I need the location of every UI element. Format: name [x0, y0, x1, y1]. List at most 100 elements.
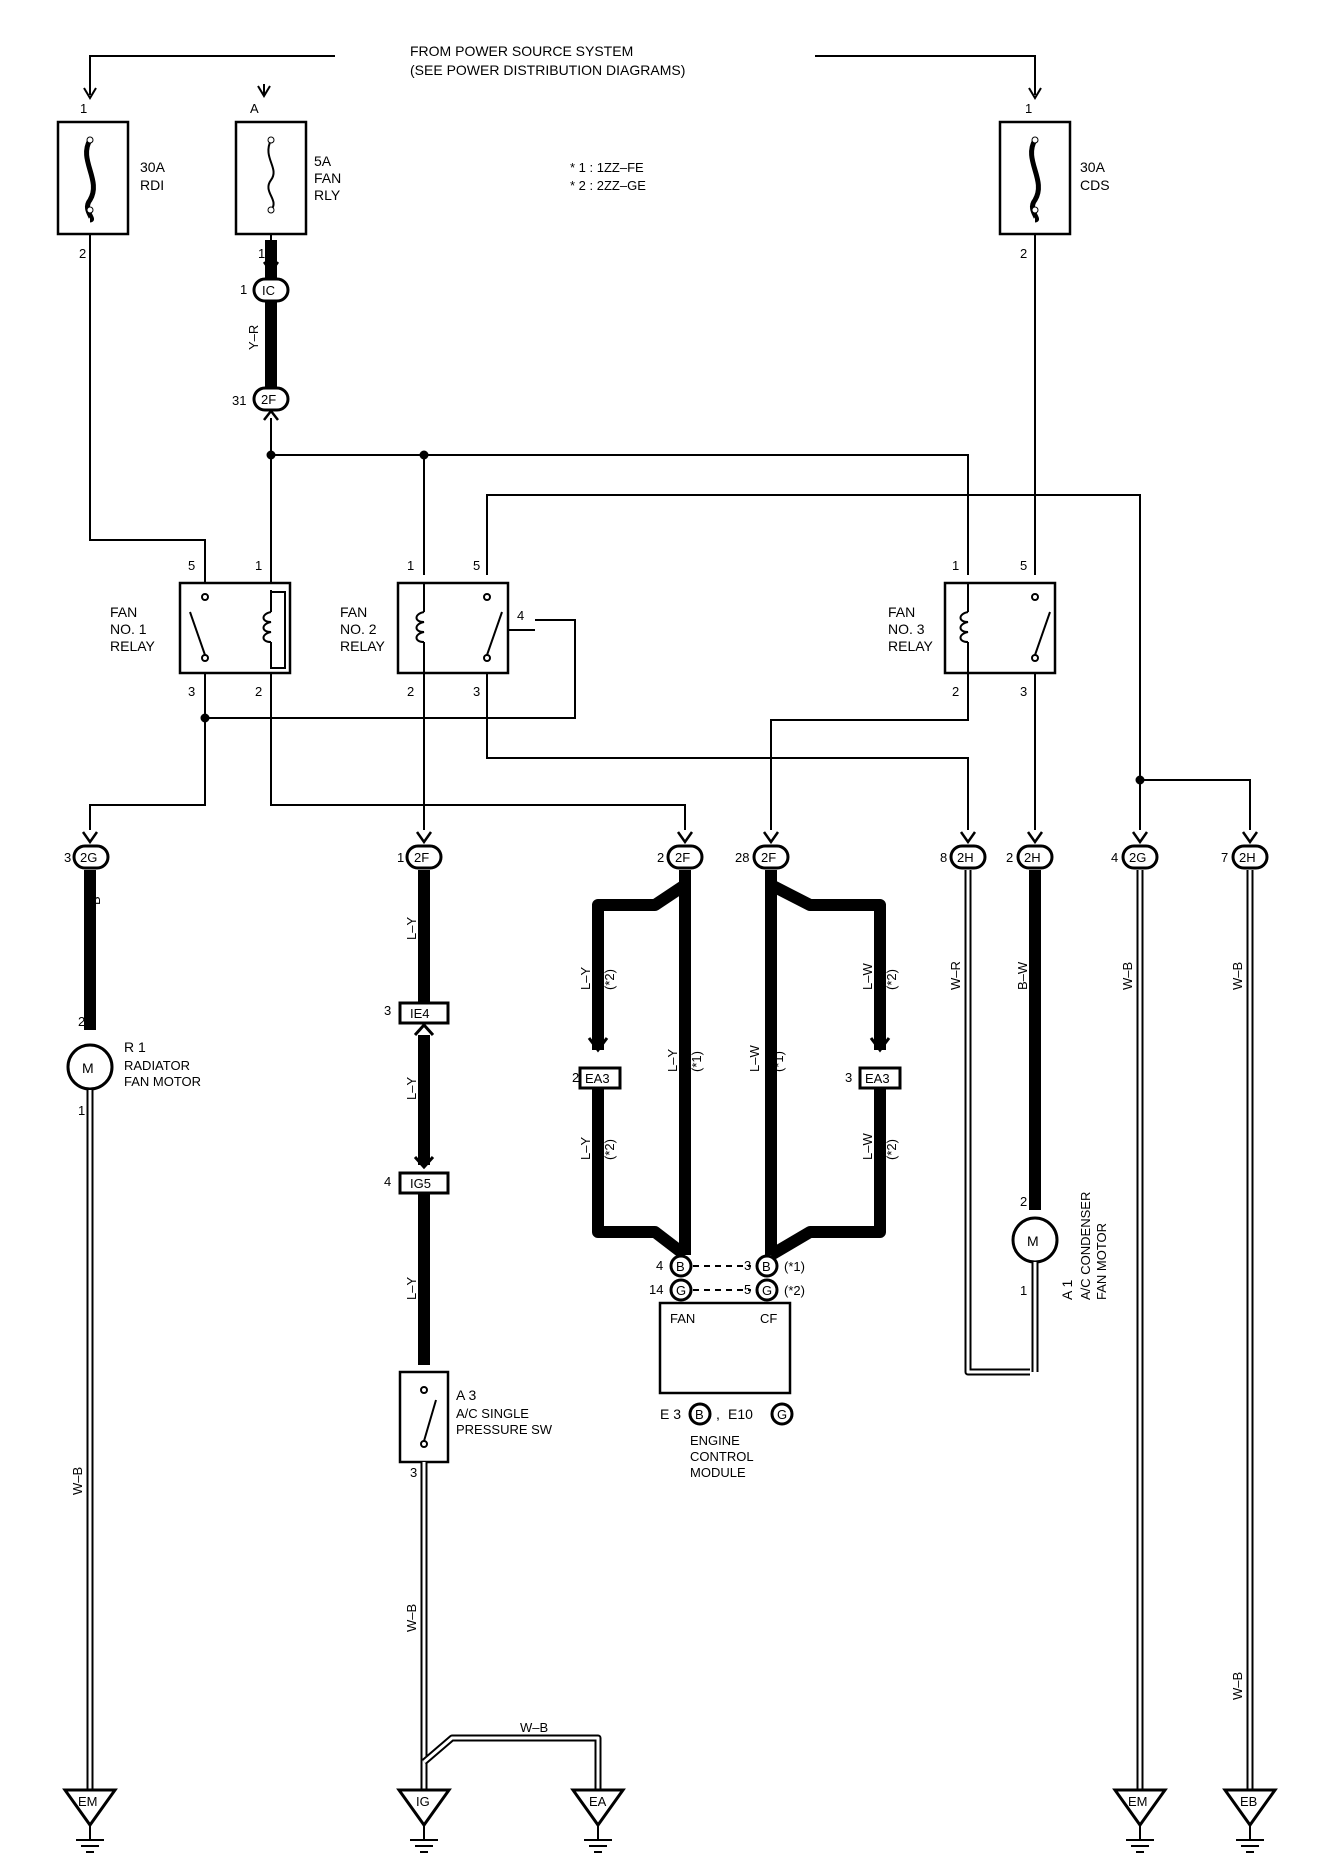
wire-label-wb-4: W–B — [1120, 962, 1135, 990]
relay2-box — [396, 581, 510, 675]
power-feed-right — [815, 55, 1036, 95]
relay1-label3: RELAY — [110, 638, 156, 654]
ground-em-left-label: EM — [78, 1794, 98, 1809]
ecm-b-right-text: B — [762, 1259, 771, 1274]
relay3-label3: RELAY — [888, 638, 934, 654]
wire-label-ly-3: L–Y — [404, 1277, 419, 1300]
r1-pin-top: 2 — [78, 1014, 85, 1029]
relay3-pin2: 2 — [952, 684, 959, 699]
ecm-fan-label: FAN — [670, 1311, 695, 1326]
a3-pin-bottom: 3 — [410, 1465, 417, 1480]
note-1: * 1 : 1ZZ–FE — [570, 160, 644, 175]
connector-2f-2: 2 2F — [657, 844, 704, 870]
fan-no2-relay: 1 5 4 FAN NO. 2 RELAY 2 3 — [340, 558, 969, 830]
ecm-g-right-text: G — [762, 1283, 772, 1298]
fuse-rdi: 1 30A RDI 2 — [56, 101, 206, 575]
power-feed-left — [89, 55, 335, 95]
ecm-e10-g: G — [777, 1407, 787, 1422]
connector-2h-7-pin: 7 — [1221, 850, 1228, 865]
fan-no3-relay: 1 5 FAN NO. 3 RELAY 2 3 — [770, 558, 1057, 830]
wire-label-yr: Y–R — [246, 325, 261, 350]
right-ground-wires: W–B W–B W–B — [1120, 870, 1254, 1790]
relay3-label2: NO. 3 — [888, 621, 925, 637]
ecm-pin14: 14 — [649, 1282, 663, 1297]
ground-eb: EB — [1222, 1788, 1278, 1853]
connector-2f-1-code: 2F — [414, 850, 429, 865]
r1-name1: RADIATOR — [124, 1058, 190, 1073]
wire-label-ly-2: L–Y — [404, 1077, 419, 1100]
relay1-label2: NO. 1 — [110, 621, 147, 637]
relay3-pin3: 3 — [1020, 684, 1027, 699]
header-line1: FROM POWER SOURCE SYSTEM — [410, 43, 633, 59]
ig5-code: IG5 — [410, 1176, 431, 1191]
connector-2h-7: 7 2H — [1221, 844, 1269, 870]
wire-label-b: B — [88, 896, 103, 905]
wire-label-wb-1: W–B — [70, 1467, 85, 1495]
ecm-g-left-text: G — [676, 1283, 686, 1298]
wire-label-s1-1: (*1) — [689, 1051, 704, 1072]
a3-name1: A/C SINGLE — [456, 1406, 529, 1421]
relay2-label2: NO. 2 — [340, 621, 377, 637]
connector-2g-left-pin: 3 — [64, 850, 71, 865]
a1-name2: FAN MOTOR — [1094, 1223, 1109, 1300]
relay2-pin1: 1 — [407, 558, 414, 573]
ground-em-right: EM — [1112, 1788, 1168, 1853]
wire-ly-ea3-return — [592, 1088, 689, 1260]
a1-id: A 1 — [1059, 1280, 1075, 1300]
power-source-header: FROM POWER SOURCE SYSTEM (SEE POWER DIST… — [83, 43, 1042, 100]
note-2: * 2 : 2ZZ–GE — [570, 178, 646, 193]
ea3-right-pin: 3 — [845, 1070, 852, 1085]
ecm-e3: E 3 — [660, 1406, 681, 1422]
relay1-leads-top — [204, 575, 272, 583]
ecm-b-right — [755, 1254, 779, 1278]
wire-label-bw: B–W — [1015, 961, 1030, 990]
connector-2g-right-pin: 4 — [1111, 850, 1118, 865]
ground-ig: IG — [396, 1788, 452, 1853]
connector-ic-code: IC — [262, 283, 275, 298]
ecm-pin4: 4 — [656, 1258, 663, 1273]
r1-motor-symbol: M — [82, 1060, 94, 1076]
relay1-label1: FAN — [110, 604, 137, 620]
radiator-fan-motor: B 2 M R 1 RADIATOR FAN MOTOR 1 W–B — [66, 870, 201, 1790]
arrow-cds — [1028, 87, 1042, 100]
ie4-code: IE4 — [410, 1006, 430, 1021]
ecm-b-left-text: B — [676, 1259, 685, 1274]
ecm-cf-label: CF — [760, 1311, 777, 1326]
connector-2f-28: 28 2F — [735, 844, 790, 870]
wire-label-s2-3: (*2) — [884, 969, 899, 990]
ecm-box — [658, 1301, 792, 1395]
relay2-label3: RELAY — [340, 638, 386, 654]
wire-label-ly-1: L–Y — [404, 917, 419, 940]
ground-ea-label: EA — [589, 1794, 607, 1809]
connector-2h-2-pin: 2 — [1006, 850, 1013, 865]
arrow-rdi — [83, 87, 97, 100]
a1-name1: A/C CONDENSER — [1078, 1192, 1093, 1300]
r1-pin-bottom: 1 — [78, 1103, 85, 1118]
relay3-coil — [959, 611, 969, 643]
ig5-pin: 4 — [384, 1174, 391, 1189]
ground-em-right-label: EM — [1128, 1794, 1148, 1809]
wire-label-wb-5: W–B — [1230, 962, 1245, 990]
a3-name2: PRESSURE SW — [456, 1422, 553, 1437]
ground-eb-label: EB — [1240, 1794, 1257, 1809]
wire-lw-ea3-branch — [768, 879, 886, 1050]
fuse-cds-name: CDS — [1080, 177, 1110, 193]
relay3-switch — [1034, 611, 1051, 656]
fuse-cds-pin-top: 1 — [1025, 101, 1032, 116]
connector-2h-2: 2 2H — [1006, 844, 1054, 870]
wire-label-s2-1: (*2) — [602, 969, 617, 990]
fuse-rdi-name: RDI — [140, 177, 164, 193]
connector-2g-left-code: 2G — [80, 850, 97, 865]
relay2-switch — [486, 611, 503, 656]
wire-relay1-to-2g — [89, 673, 206, 830]
model-notes: * 1 : 1ZZ–FE * 2 : 2ZZ–GE — [570, 160, 646, 193]
ecm-g-left — [669, 1278, 693, 1302]
ecm-e10: E10 — [728, 1406, 753, 1422]
relay2-pin5: 5 — [473, 558, 480, 573]
wire-label-lw-2: L–W — [860, 1133, 875, 1160]
connector-2f-top: 31 2F — [232, 386, 290, 412]
ground-ea: EA — [570, 1788, 626, 1853]
connector-2f-1: 1 2F — [397, 844, 443, 870]
fan-no1-relay: 5 1 FAN NO. 1 RELAY 3 2 — [89, 558, 576, 830]
wire-relay2-pin5-bus — [486, 494, 1141, 780]
